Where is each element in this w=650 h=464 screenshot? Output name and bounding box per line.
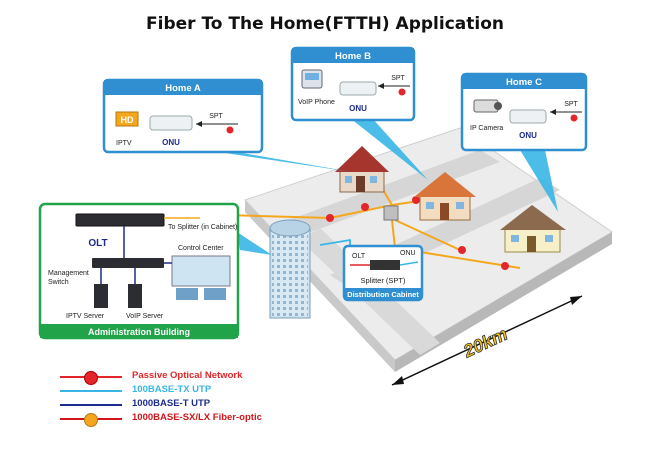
distance-label: 20km <box>459 324 510 362</box>
cabinet-title: Distribution Cabinet <box>347 290 419 299</box>
admin-title: Administration Building <box>88 327 190 337</box>
admin-panel: Administration Building OLT To Splitter … <box>38 202 240 340</box>
admin-to-splitter: To Splitter (in Cabinet) <box>168 224 237 231</box>
admin-iptv-server: IPTV Server <box>66 313 105 320</box>
home-a-title: Home A <box>165 83 201 94</box>
home-b-title: Home B <box>335 51 371 62</box>
house-c <box>500 205 566 253</box>
svg-text:HD: HD <box>121 115 134 125</box>
cabinet-callout: Distribution Cabinet OLT ONU Splitter (S… <box>342 244 424 302</box>
admin-tower <box>269 219 311 319</box>
legend-1000t-label: 1000BASE-T UTP <box>132 398 211 409</box>
callout-pointers <box>205 118 558 255</box>
home-c-onu: ONU <box>519 131 537 140</box>
house-a <box>335 146 389 193</box>
cabinet-olt: OLT <box>352 253 366 260</box>
admin-control-center: Control Center <box>178 245 224 252</box>
home-b-onu: ONU <box>349 104 367 113</box>
legend-fiber-label: 1000BASE-SX/LX Fiber-optic <box>132 412 262 423</box>
admin-mgmt-2: Switch <box>48 279 69 286</box>
legend-pon-label: Passive Optical Network <box>132 370 243 381</box>
home-c-callout: Home C IP Camera ONU SPT <box>460 72 588 152</box>
home-a-device: IPTV <box>116 140 132 147</box>
home-b-device: VoIP Phone <box>298 99 335 106</box>
cabinet-splitter: Splitter (SPT) <box>360 276 406 285</box>
admin-mgmt-1: Management <box>48 270 89 277</box>
cabinet-onu: ONU <box>400 250 416 257</box>
page-title: Fiber To The Home(FTTH) Application <box>146 14 504 34</box>
legend-100tx-label: 100BASE-TX UTP <box>132 384 212 395</box>
cabinet-box <box>383 205 399 221</box>
home-c-title: Home C <box>506 77 542 88</box>
admin-voip-server: VoIP Server <box>126 313 164 320</box>
admin-olt: OLT <box>88 238 107 249</box>
home-a-onu: ONU <box>162 138 180 147</box>
home-b-callout: Home B VoIP Phone ONU SPT <box>290 46 416 122</box>
home-c-spt: SPT <box>564 101 578 108</box>
home-a-spt: SPT <box>209 113 223 120</box>
home-c-device: IP Camera <box>470 125 503 132</box>
house-b <box>414 172 476 221</box>
home-a-callout: Home A HD IPTV ONU SPT <box>102 78 264 154</box>
home-b-spt: SPT <box>391 75 405 82</box>
